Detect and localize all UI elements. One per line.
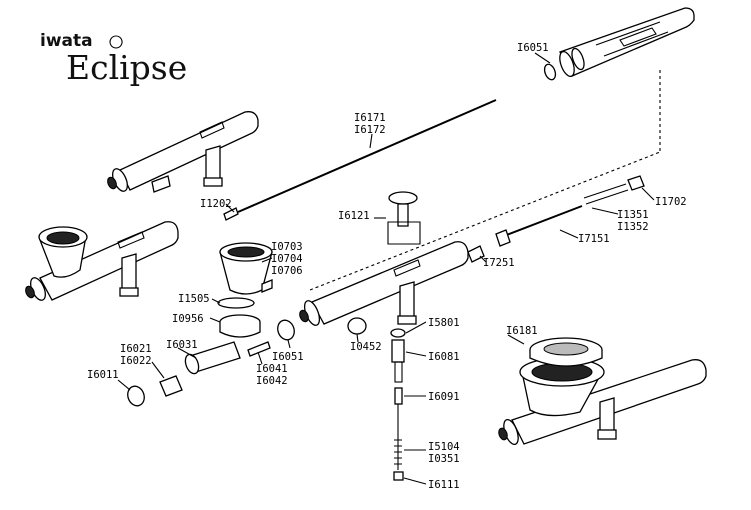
label-i5104: I5104 — [428, 441, 460, 453]
label-i6031: I6031 — [166, 339, 198, 351]
label-i6171: I6171 — [354, 112, 386, 124]
label-i6091: I6091 — [428, 391, 460, 403]
brand-logo: iwata Eclipse — [40, 31, 187, 87]
label-i1505: I1505 — [178, 293, 210, 305]
tail-nut — [627, 175, 645, 191]
main-body — [299, 241, 469, 326]
label-i6172: I6172 — [354, 124, 386, 136]
label-i6051-top: I6051 — [517, 42, 549, 54]
color-cup — [219, 242, 273, 295]
label-i6011: I6011 — [87, 369, 119, 381]
airbrush-bottom-right — [498, 337, 707, 446]
label-i1202: I1202 — [200, 198, 232, 210]
cup-washer — [217, 297, 255, 309]
brand-maker: iwata — [40, 31, 93, 51]
airbrush-top-left — [107, 111, 259, 193]
air-valve-nut — [347, 317, 367, 335]
label-i0703: I0703 — [271, 241, 303, 253]
label-i6021: I6021 — [120, 343, 152, 355]
label-i6022: I6022 — [120, 355, 152, 367]
brand-swoosh-icon — [109, 35, 123, 49]
label-i0452: I0452 — [350, 341, 382, 353]
part-labels: I6051 I6171 I6172 I1202 I6121 I1702 I135… — [87, 42, 687, 491]
needle-chuck — [503, 205, 583, 237]
label-i0706: I0706 — [271, 265, 303, 277]
label-i6051-mid: I6051 — [272, 351, 304, 363]
label-i6081: I6081 — [428, 351, 460, 363]
alignment-line-1 — [309, 151, 661, 291]
label-i6041: I6041 — [256, 363, 288, 375]
chuck-nut — [495, 229, 511, 247]
small-cap — [467, 245, 485, 263]
trigger — [387, 191, 421, 245]
label-i1352: I1352 — [617, 221, 649, 233]
label-i0956: I0956 — [172, 313, 204, 325]
label-i6181: I6181 — [506, 325, 538, 337]
label-i0351: I0351 — [428, 453, 460, 465]
nozzle-parts — [127, 341, 271, 407]
label-i1702: I1702 — [655, 196, 687, 208]
cup-nut-side — [219, 322, 261, 338]
label-i7151: I7151 — [578, 233, 610, 245]
label-i7251: I7251 — [483, 257, 515, 269]
label-i5801: I5801 — [428, 317, 460, 329]
label-i6042: I6042 — [256, 375, 288, 387]
handle-part — [559, 7, 695, 78]
airbrush-mid-left — [25, 221, 179, 301]
o-ring-top — [543, 63, 557, 81]
leader-lines — [117, 52, 655, 485]
label-i6111: I6111 — [428, 479, 460, 491]
brand-model: Eclipse — [66, 48, 187, 87]
needle-long — [237, 99, 497, 213]
label-i0704: I0704 — [271, 253, 303, 265]
spring — [583, 183, 629, 205]
label-i6121: I6121 — [338, 210, 370, 222]
o-ring-mid — [277, 319, 295, 341]
label-i1351: I1351 — [617, 209, 649, 221]
air-valve-stack — [390, 328, 406, 481]
